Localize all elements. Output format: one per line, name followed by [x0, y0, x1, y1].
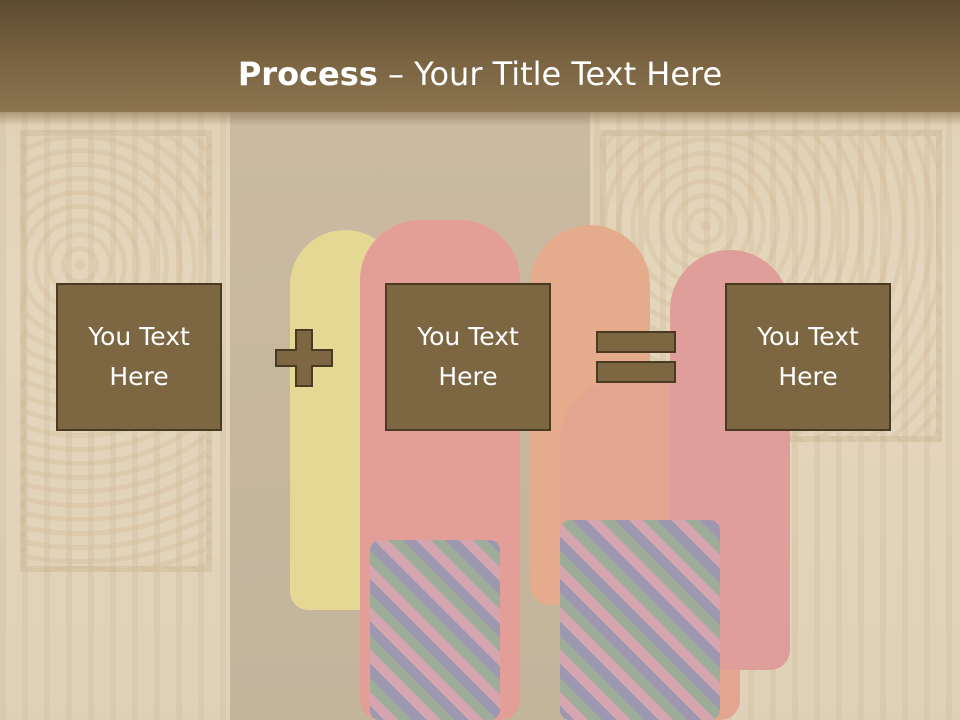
plus-icon: [275, 329, 333, 387]
process-box-3[interactable]: You Text Here: [725, 283, 891, 431]
process-box-3-label: You Text Here: [757, 322, 859, 391]
slide-title: Process – Your Title Text Here: [0, 52, 960, 96]
equals-icon: [596, 331, 676, 383]
title-band: [0, 0, 960, 126]
title-bold: Process: [237, 55, 378, 93]
process-box-2-label: You Text Here: [417, 322, 519, 391]
process-box-2[interactable]: You Text Here: [385, 283, 551, 431]
process-box-1[interactable]: You Text Here: [56, 283, 222, 431]
process-box-1-label: You Text Here: [88, 322, 190, 391]
title-rest: – Your Title Text Here: [377, 55, 723, 93]
